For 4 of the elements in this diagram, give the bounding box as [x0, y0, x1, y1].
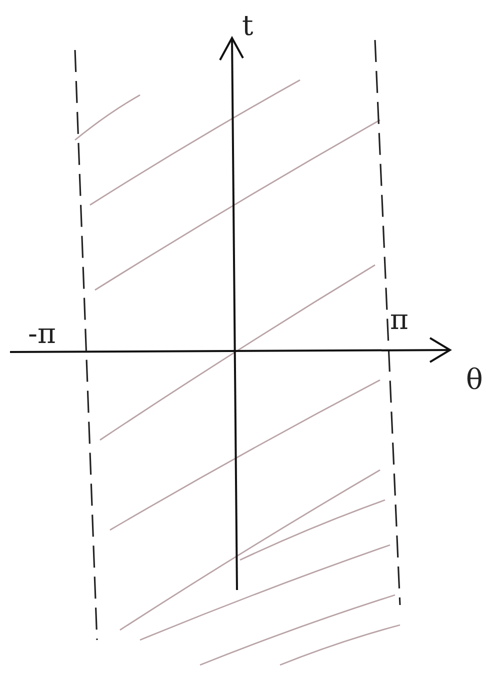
axis-label: θ [466, 366, 483, 394]
tick-label: -π [28, 320, 56, 348]
tick-label: π [390, 306, 408, 334]
axis-label: t [242, 12, 254, 40]
